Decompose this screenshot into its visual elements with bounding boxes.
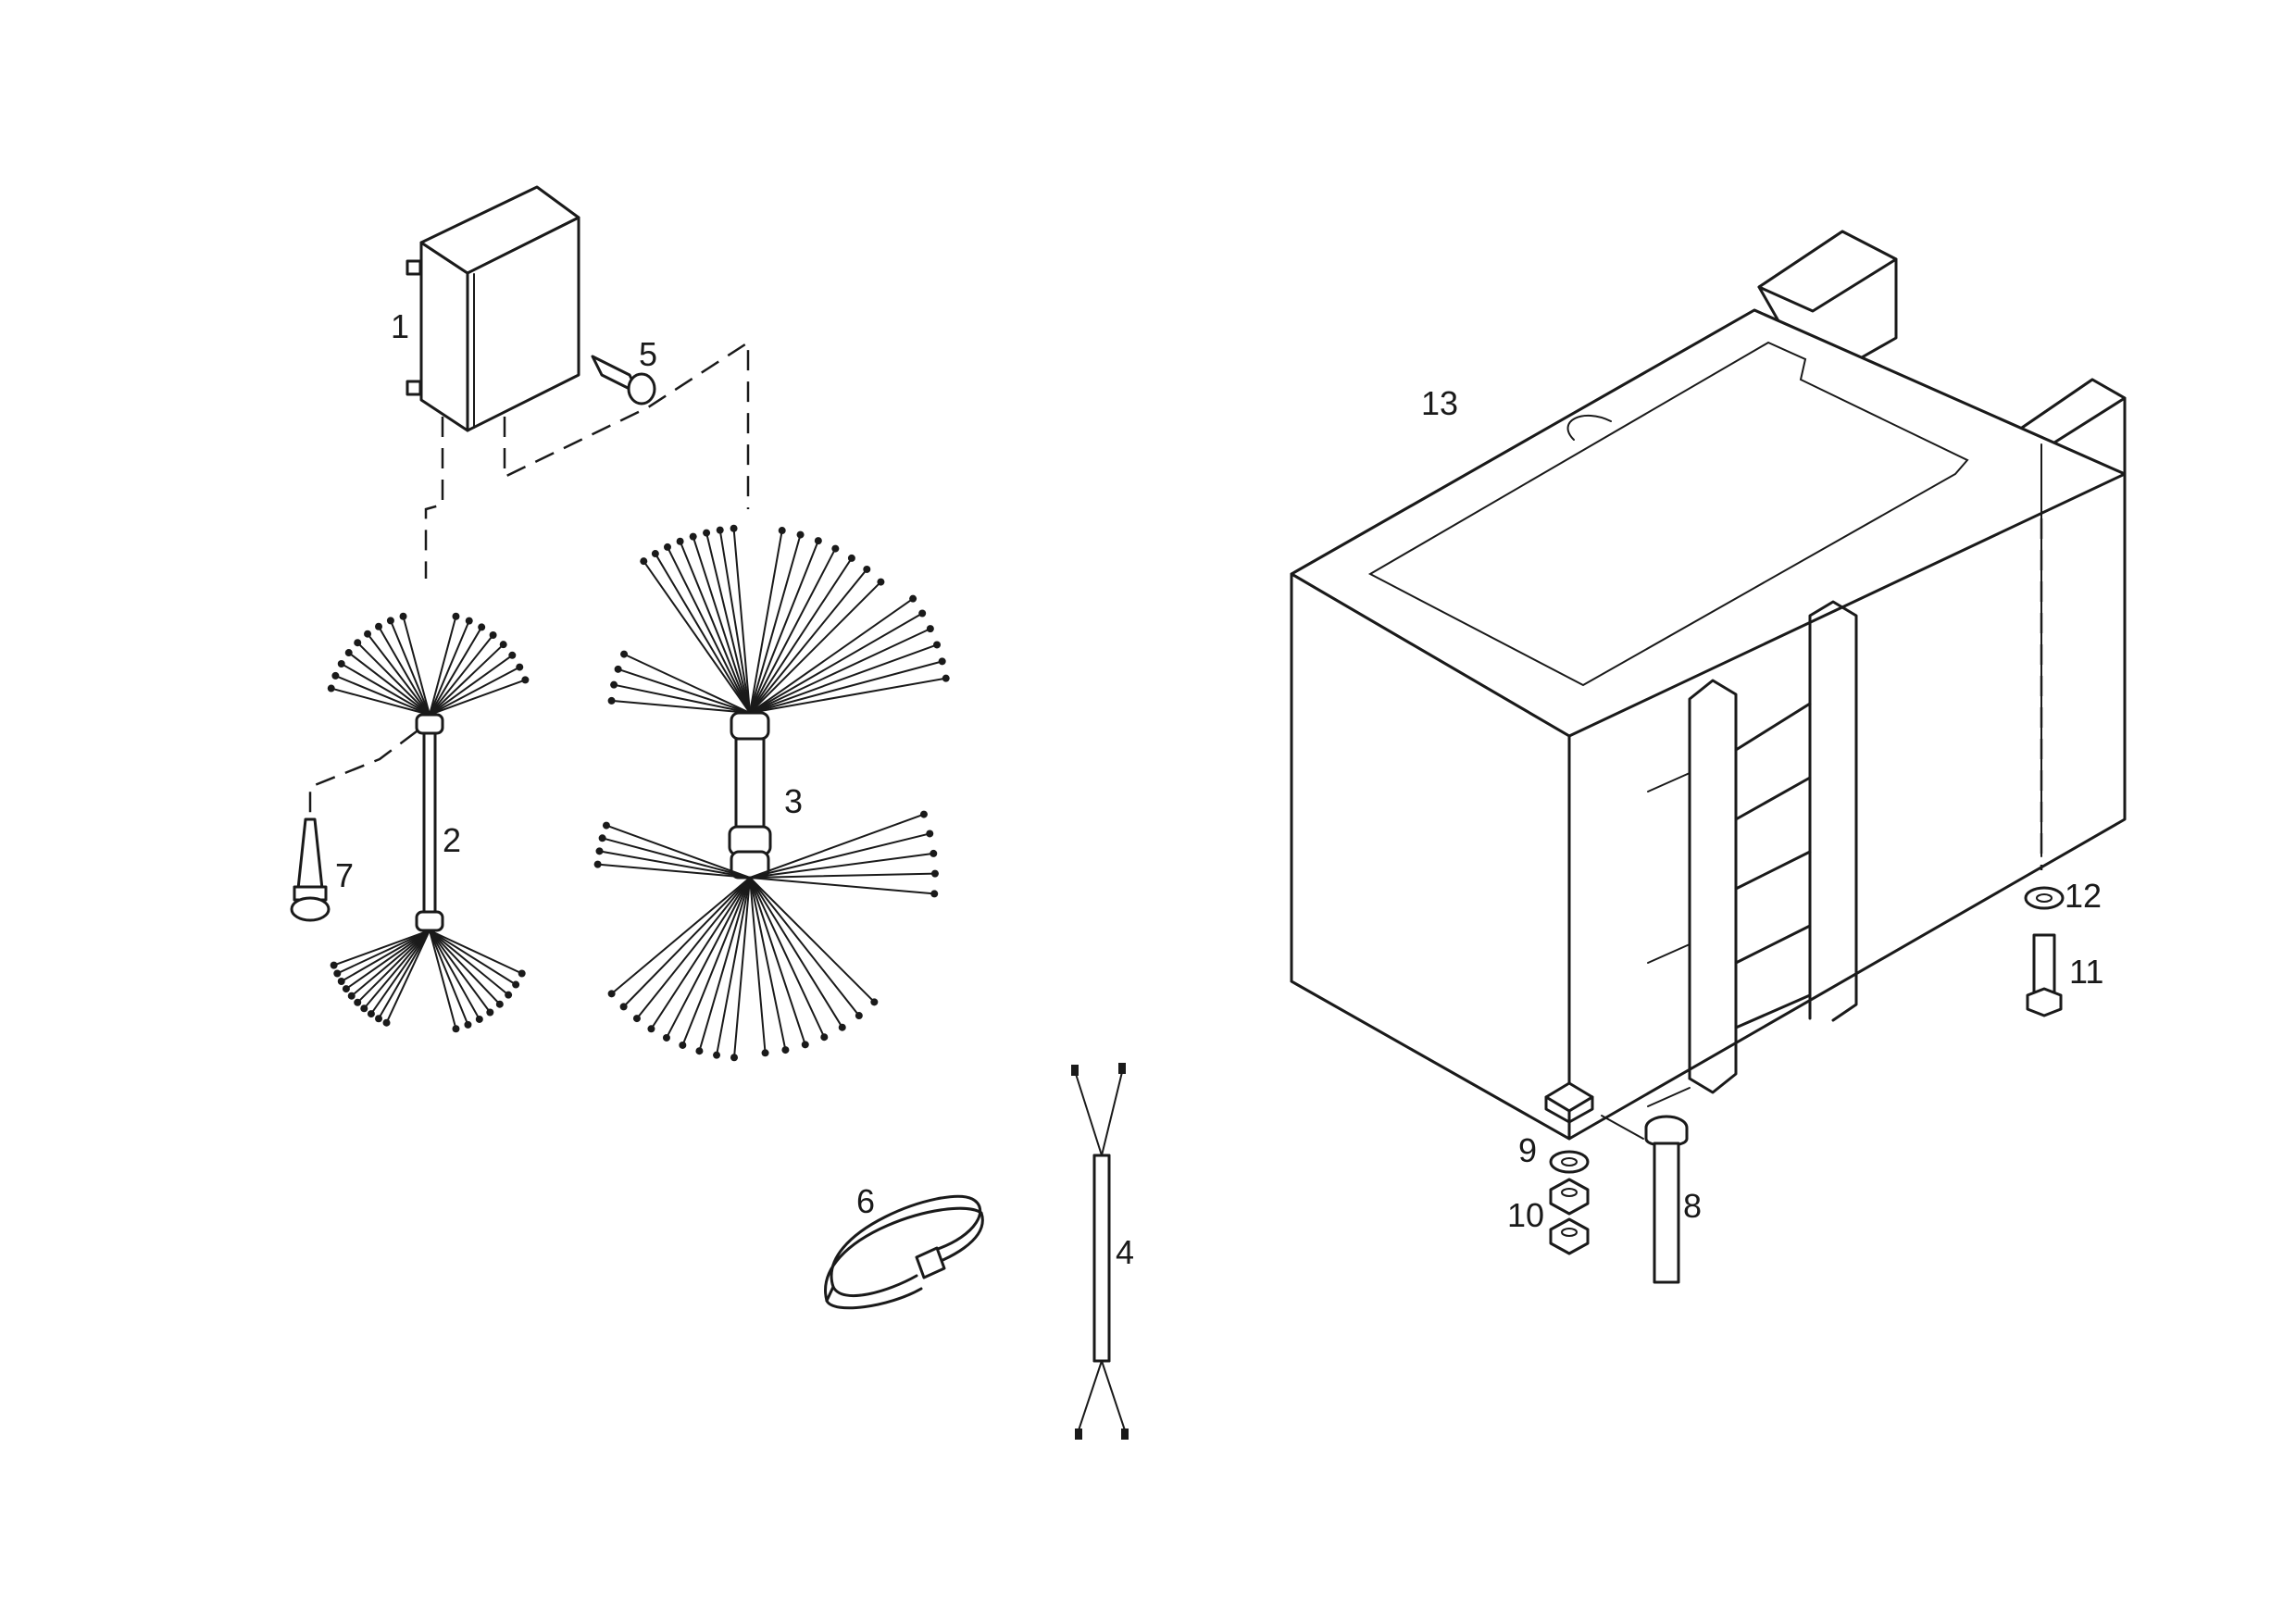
callout-12: 12 — [2065, 877, 2102, 915]
assembly-lines-box — [424, 340, 750, 579]
callout-4: 4 — [1116, 1233, 1134, 1271]
callout-11: 11 — [2069, 953, 2103, 991]
callout-13: 13 — [1421, 384, 1458, 422]
callout-6: 6 — [856, 1182, 875, 1220]
cable-tie-strap — [824, 1194, 984, 1310]
callout-2: 2 — [443, 821, 461, 859]
callout-7: 7 — [335, 856, 354, 894]
probe-sensor — [290, 817, 331, 922]
callout-labels: 1 2 3 4 5 6 7 8 9 10 11 12 13 — [335, 307, 2103, 1271]
main-housing — [1290, 230, 2127, 1141]
callout-3: 3 — [784, 782, 803, 820]
long-bolt — [1644, 1115, 1689, 1284]
bolt-and-washer-rear — [2024, 886, 2065, 1017]
callout-5: 5 — [639, 335, 657, 373]
assembly-line-sensor — [308, 730, 418, 815]
twin-lead-cable — [1071, 1063, 1129, 1440]
callout-10: 10 — [1507, 1196, 1544, 1234]
wiring-harness-small — [327, 612, 530, 1033]
cable-gland — [591, 355, 656, 406]
callout-8: 8 — [1683, 1187, 1702, 1225]
washer-and-nut-front — [1549, 1150, 1590, 1255]
wiring-harness-large — [593, 524, 950, 1062]
callout-9: 9 — [1518, 1131, 1537, 1169]
junction-box — [406, 185, 580, 432]
callout-1: 1 — [391, 307, 409, 345]
